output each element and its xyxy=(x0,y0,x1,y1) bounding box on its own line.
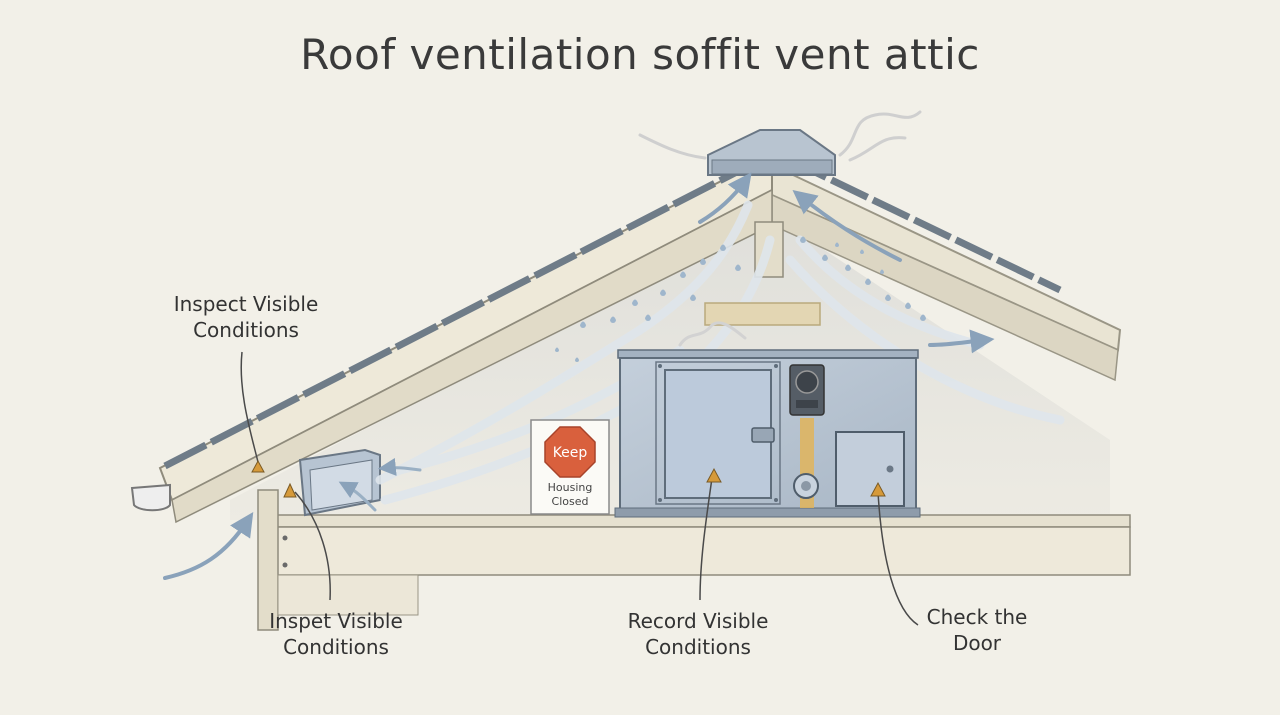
sign-line-1: Housing xyxy=(548,481,593,494)
callout-inspect-top-line2: Conditions xyxy=(193,318,299,342)
ridge-vent xyxy=(707,129,836,176)
callout-markers xyxy=(251,459,886,498)
callout-record-line2: Conditions xyxy=(645,635,751,659)
callout-inspect-bottom-line1: Inspet Visible xyxy=(269,609,403,633)
soffit-intake-arrows xyxy=(338,457,422,512)
housing-steam xyxy=(678,321,747,347)
callout-check-door: Check the Door xyxy=(912,604,1042,656)
page-title: Roof ventilation soffit vent attic xyxy=(300,30,980,79)
exterior-wall xyxy=(257,489,419,631)
callout-inspect-bottom-line2: Conditions xyxy=(283,635,389,659)
airflow-arrows xyxy=(163,172,995,580)
callout-inspect-top-line1: Inspect Visible xyxy=(173,292,319,316)
callout-inspect-bottom: Inspet Visible Conditions xyxy=(248,608,424,660)
callout-record-line1: Record Visible xyxy=(627,609,769,633)
callout-leaders xyxy=(240,351,919,626)
marker-check-door xyxy=(870,481,886,497)
gutter xyxy=(130,483,171,512)
callout-record: Record Visible Conditions xyxy=(608,608,788,660)
stop-sign-icon xyxy=(544,426,596,478)
marker-record xyxy=(706,467,722,483)
right-roof xyxy=(771,156,1122,382)
callout-check-door-line1: Check the xyxy=(926,605,1028,629)
callout-check-door-line2: Door xyxy=(952,631,1002,655)
attic-skylight xyxy=(704,302,821,326)
callout-inspect-top: Inspect Visible Conditions xyxy=(158,291,334,343)
marker-inspect-bottom xyxy=(283,482,297,498)
sign-stop-word: Keep xyxy=(553,445,588,461)
sign-line-2: Closed xyxy=(552,495,589,508)
moisture-droplets-right xyxy=(800,236,926,321)
exhaust-smoke xyxy=(638,110,922,162)
marker-inspect-top xyxy=(251,459,265,473)
floor-joist xyxy=(269,514,1131,576)
moisture-droplets xyxy=(555,244,741,362)
keep-housing-closed-sign: Keep Housing Closed xyxy=(530,419,610,515)
equipment-housing xyxy=(614,349,921,518)
